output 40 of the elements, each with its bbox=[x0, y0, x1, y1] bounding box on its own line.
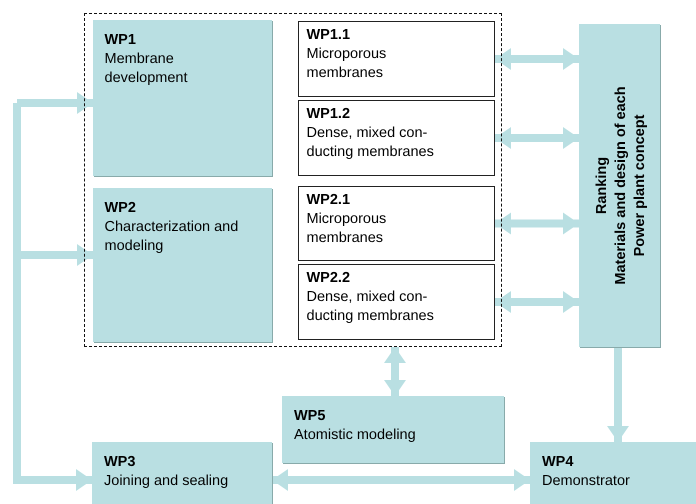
box-text: Dense, mixed con-ducting membranes bbox=[306, 124, 435, 162]
box-text: Demonstrator bbox=[542, 472, 630, 491]
arrow bbox=[495, 127, 579, 149]
arrow bbox=[384, 347, 406, 396]
box-title: WP2.1 bbox=[306, 190, 350, 210]
arrow bbox=[272, 469, 530, 491]
arrow bbox=[13, 103, 92, 491]
work-package-box bbox=[579, 24, 660, 347]
box-title: WP1.1 bbox=[306, 26, 350, 44]
work-package-box bbox=[298, 20, 494, 96]
arrow bbox=[495, 212, 579, 234]
box-title: WP3 bbox=[104, 453, 136, 472]
box-title: WP5 bbox=[294, 407, 326, 426]
work-package-box bbox=[298, 264, 494, 340]
box-title: WP4 bbox=[542, 453, 574, 472]
work-package-box bbox=[282, 396, 504, 463]
box-text: Microporous membranes bbox=[306, 210, 388, 248]
work-package-box bbox=[92, 20, 272, 176]
box-title: WP1.2 bbox=[306, 104, 350, 124]
work-package-box bbox=[298, 100, 494, 176]
dashed-group-frame bbox=[84, 13, 502, 347]
box-text: Membrane development bbox=[104, 50, 189, 88]
arrow bbox=[495, 48, 579, 70]
box-text: Materials and design of each Power plant concept bbox=[612, 85, 649, 287]
work-package-box bbox=[530, 442, 696, 504]
work-package-box bbox=[92, 442, 272, 504]
box-text: Joining and sealing bbox=[104, 472, 228, 491]
work-package-box bbox=[92, 188, 272, 342]
box-text: Microporous membranes bbox=[306, 44, 388, 82]
arrow bbox=[495, 291, 579, 313]
box-text: Ranking bbox=[593, 156, 611, 216]
box-title: WP1 bbox=[104, 30, 136, 50]
box-text: Dense, mixed con-ducting membranes bbox=[306, 288, 435, 326]
arrow bbox=[17, 92, 93, 114]
work-package-box bbox=[298, 186, 494, 260]
arrow bbox=[607, 347, 629, 442]
box-text: Atomistic modeling bbox=[294, 426, 416, 445]
box-text: Characterization and modeling bbox=[104, 218, 240, 256]
box-title: WP2 bbox=[104, 198, 136, 218]
box-title: WP2.2 bbox=[306, 268, 350, 288]
